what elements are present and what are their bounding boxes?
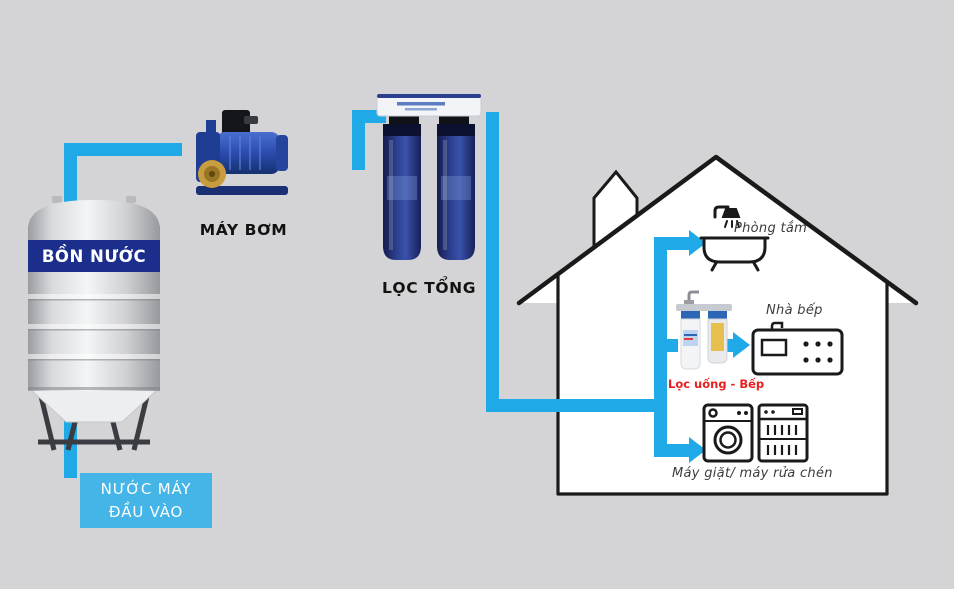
roof-fill	[519, 157, 916, 303]
roof-outline	[516, 154, 919, 306]
pipe-main-feed	[486, 399, 667, 412]
kitchen-sink-stove-icon	[751, 321, 844, 376]
pipe-tank-riser-horizontal	[64, 143, 182, 156]
pump-label: MÁY BƠM	[199, 221, 288, 239]
shower-bathtub-icon	[699, 205, 770, 272]
pipe-branch-kitchen-a	[654, 339, 678, 352]
bathroom-label: Phòng tắm	[734, 221, 808, 236]
water-pump-graphic	[196, 110, 288, 195]
tank-stand	[37, 391, 151, 451]
pipe-branch-laundry	[654, 444, 690, 457]
kitchen-label: Nhà bếp	[766, 303, 823, 318]
flow-arrow-kitchen	[733, 332, 750, 358]
dishwasher-icon	[757, 403, 809, 463]
laundry-label: Máy giặt/ máy rửa chén	[672, 466, 833, 481]
inlet-label: NƯỚC MÁY ĐẦU VÀO	[100, 480, 192, 521]
pipe-pump-to-filter-vertical	[352, 110, 365, 170]
tank-label: BỒN NƯỚC	[42, 244, 146, 266]
pipe-branch-bathroom	[654, 237, 690, 250]
under-sink-filter-graphic	[676, 290, 732, 370]
pipe-tank-riser-vertical	[64, 143, 77, 215]
water-tank-graphic: BỒN NƯỚC	[28, 196, 160, 451]
drinking-filter-label: Lọc uống - Bếp	[668, 377, 765, 391]
main-filter-label: LỌC TỔNG	[381, 279, 477, 297]
pipe-filter-downcomer	[486, 112, 499, 412]
inlet-label-box: NƯỚC MÁY ĐẦU VÀO	[80, 473, 212, 528]
washing-machine-icon	[702, 403, 754, 463]
tank-band	[28, 240, 160, 272]
duo-filter-graphic	[376, 93, 482, 260]
flow-arrow-laundry	[689, 437, 706, 463]
wall-outline	[556, 274, 889, 496]
